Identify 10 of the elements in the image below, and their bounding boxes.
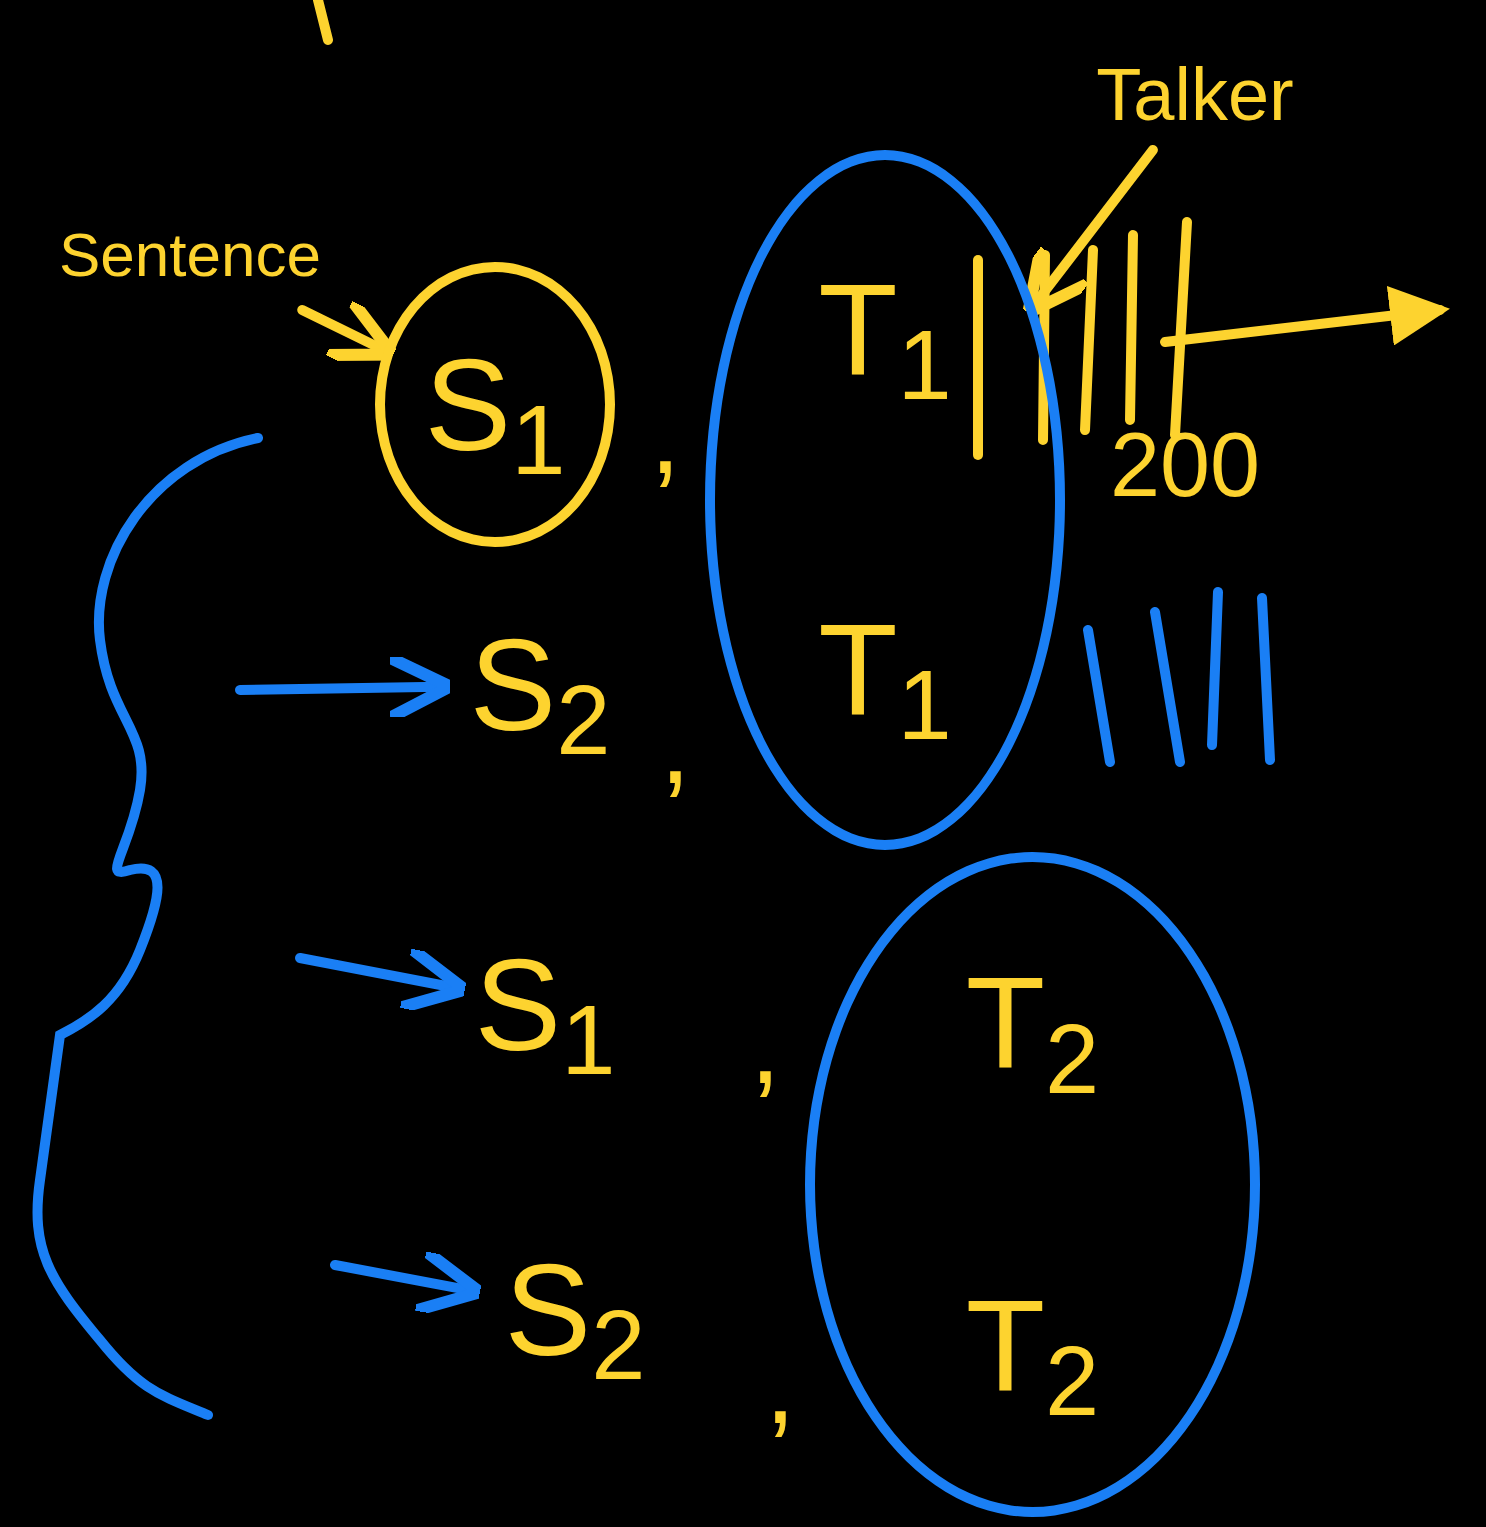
handwritten-label: ,	[660, 690, 691, 800]
handwritten-label: 200	[1110, 420, 1261, 510]
handwritten-label: Sentence	[59, 224, 321, 286]
handwritten-label: ,	[650, 380, 681, 490]
loop-outline	[705, 150, 1065, 850]
circle-outline	[375, 262, 615, 547]
handwritten-label: ,	[750, 990, 781, 1100]
loop-outline	[805, 852, 1260, 1517]
handwritten-label: ,	[765, 1330, 796, 1440]
handwritten-label: Talker	[1096, 58, 1294, 132]
